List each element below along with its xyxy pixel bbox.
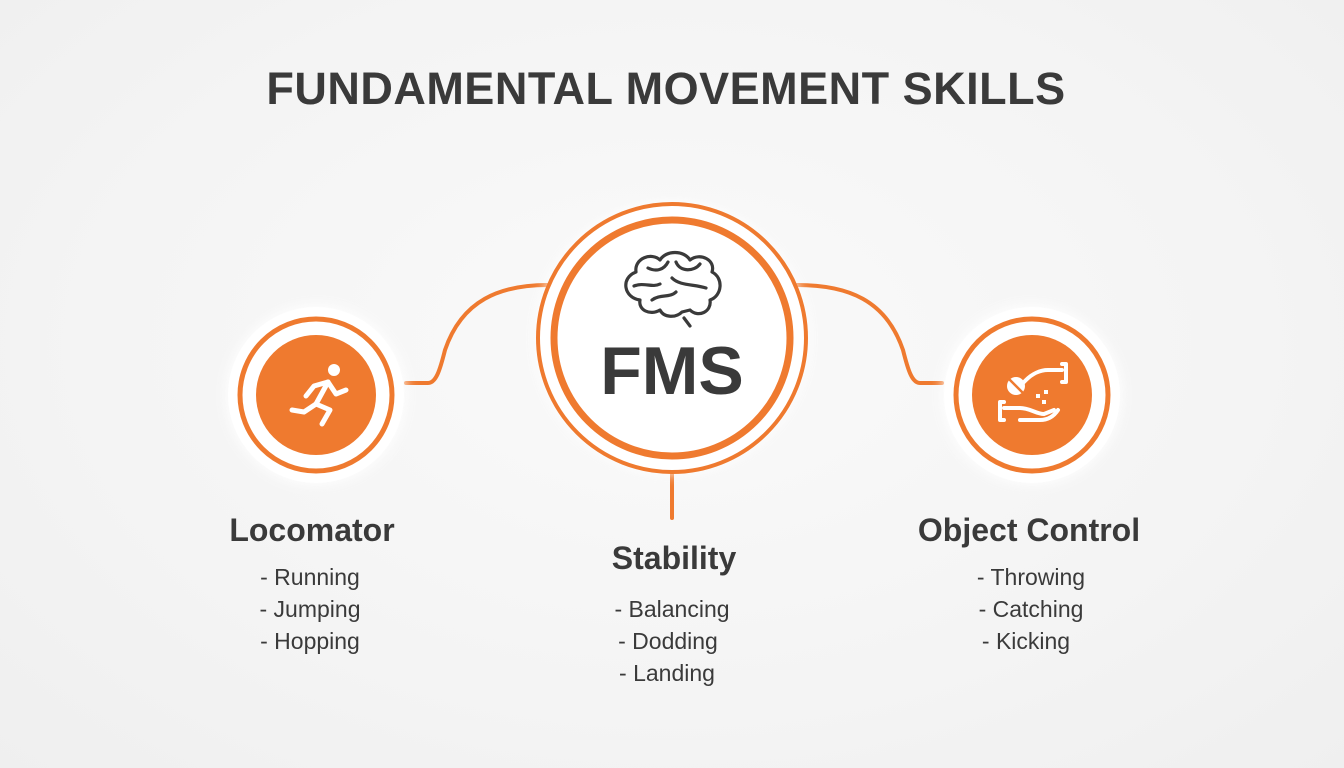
locomotor-node [226, 305, 406, 485]
category-item: - Landing [619, 660, 715, 686]
page-title: FUNDAMENTAL MOVEMENT SKILLS [266, 63, 1065, 114]
hands-ball-icon [998, 362, 1068, 422]
category-item: - Balancing [614, 596, 729, 622]
category-object-control: Object Control - Throwing - Catching - K… [918, 512, 1140, 654]
category-item: - Hopping [260, 628, 360, 654]
category-item: - Kicking [982, 628, 1070, 654]
connectors [404, 283, 944, 520]
category-item: - Catching [979, 596, 1084, 622]
category-item: - Jumping [260, 596, 361, 622]
running-person-icon [289, 364, 349, 427]
locomotor-disc [256, 335, 376, 455]
connector-right [795, 283, 944, 385]
category-stability: Stability - Balancing - Dodding - Landin… [612, 540, 737, 686]
category-title: Object Control [918, 512, 1140, 548]
category-locomotor: Locomator - Running - Jumping - Hopping [229, 512, 394, 654]
object-control-disc [972, 335, 1092, 455]
connector-left [404, 283, 550, 385]
category-item: - Throwing [977, 564, 1085, 590]
category-title: Locomator [229, 512, 394, 548]
center-node: FMS [536, 202, 808, 474]
category-item: - Dodding [618, 628, 718, 654]
center-label: FMS [600, 333, 744, 409]
center-inner-ring [550, 216, 794, 460]
category-item: - Running [260, 564, 360, 590]
object-control-node [942, 305, 1122, 485]
brain-icon [624, 250, 722, 328]
category-title: Stability [612, 540, 737, 576]
